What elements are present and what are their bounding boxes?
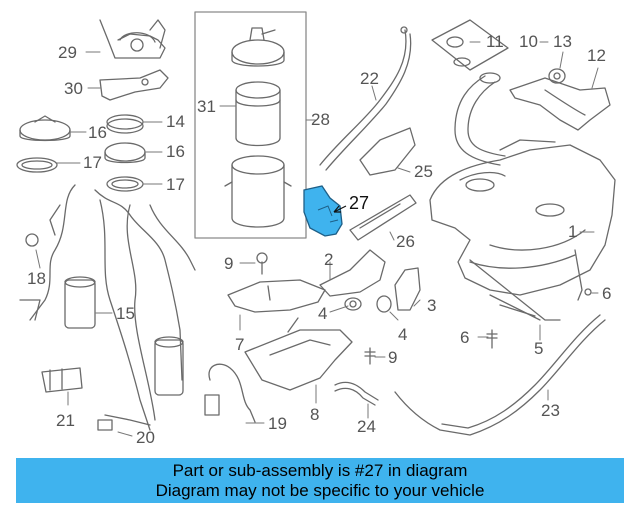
callout-6b: 6 xyxy=(460,328,470,347)
part-31-filter-element xyxy=(235,81,281,147)
part-29-bracket xyxy=(99,19,166,59)
callout-23: 23 xyxy=(541,401,560,420)
callout-9a: 9 xyxy=(224,254,234,273)
part-19-sensor xyxy=(204,363,256,423)
callout-22: 22 xyxy=(360,69,379,88)
part-3-shield xyxy=(394,267,421,311)
callout-19: 19 xyxy=(268,414,287,433)
callout-16b: 16 xyxy=(166,142,185,161)
callout-7: 7 xyxy=(235,335,245,354)
part-25-bracket xyxy=(359,127,416,176)
info-banner: Part or sub-assembly is #27 in diagram D… xyxy=(16,458,624,503)
callout-31: 31 xyxy=(197,97,216,116)
callout-20: 20 xyxy=(136,428,155,447)
part-27-highlighted xyxy=(303,185,347,237)
part-9-bolts xyxy=(364,347,376,365)
part-26-heat-shield xyxy=(349,194,417,241)
filter-housing xyxy=(224,155,292,228)
part-8-underbody-shield xyxy=(244,317,353,391)
callout-13: 13 xyxy=(553,32,572,51)
part-16b-flange xyxy=(104,142,146,164)
callout-14: 14 xyxy=(166,112,185,131)
callout-17b: 17 xyxy=(166,175,185,194)
banner-line-part: Part or sub-assembly is #27 in diagram xyxy=(172,460,468,480)
part-16-flange xyxy=(19,115,71,142)
callout-1: 1 xyxy=(568,222,578,241)
callout-8: 8 xyxy=(310,405,320,424)
part-21-connector xyxy=(41,367,83,393)
callout-6a: 6 xyxy=(602,284,612,303)
callout-27: 27 xyxy=(349,193,370,213)
part-12-filler-neck-shield xyxy=(509,77,611,131)
callout-9b: 9 xyxy=(388,348,398,367)
part-28-filter-frame xyxy=(194,11,307,239)
banner-line-disclaimer: Diagram may not be specific to your vehi… xyxy=(155,480,485,500)
callout-25: 25 xyxy=(414,162,433,181)
callout-28: 28 xyxy=(311,110,330,129)
part-22-line xyxy=(319,26,412,171)
callout-5: 5 xyxy=(534,339,544,358)
callout-30: 30 xyxy=(64,79,83,98)
part-6-bolt xyxy=(486,329,498,349)
part-13-grommet xyxy=(548,68,566,84)
part-23-fuel-line xyxy=(394,314,606,436)
part-7-heat-shield xyxy=(227,252,326,313)
part-6-tank-strap xyxy=(469,259,561,321)
leader-lines xyxy=(35,41,599,437)
callout-21: 21 xyxy=(56,411,75,430)
part-30-bracket xyxy=(99,69,169,101)
part-24-hose xyxy=(334,381,379,406)
callout-3: 3 xyxy=(427,296,437,315)
callout-10: 10 xyxy=(519,32,538,51)
callout-29: 29 xyxy=(58,43,77,62)
callout-24: 24 xyxy=(357,417,376,436)
part-1-fuel-tank xyxy=(429,139,616,296)
callout-16a: 16 xyxy=(88,123,107,142)
callout-4b: 4 xyxy=(398,325,408,344)
callout-15: 15 xyxy=(116,304,135,323)
callout-18: 18 xyxy=(27,269,46,288)
filter-cap xyxy=(231,27,285,67)
part-2-bracket xyxy=(319,249,386,297)
exploded-parts-diagram xyxy=(16,11,616,437)
callout-4a: 4 xyxy=(318,304,328,323)
callout-17a: 17 xyxy=(83,153,102,172)
filler-neck xyxy=(454,72,506,166)
part-10-filler-cap xyxy=(431,19,509,71)
callout-11: 11 xyxy=(486,32,504,51)
part-14-lock-ring xyxy=(106,114,144,134)
part-5-strap xyxy=(499,249,592,317)
part-15-pump-lines xyxy=(19,184,196,431)
part-4-grommets xyxy=(344,295,392,313)
callout-2: 2 xyxy=(324,250,334,269)
callout-12: 12 xyxy=(587,46,606,65)
callout-26: 26 xyxy=(396,232,415,251)
